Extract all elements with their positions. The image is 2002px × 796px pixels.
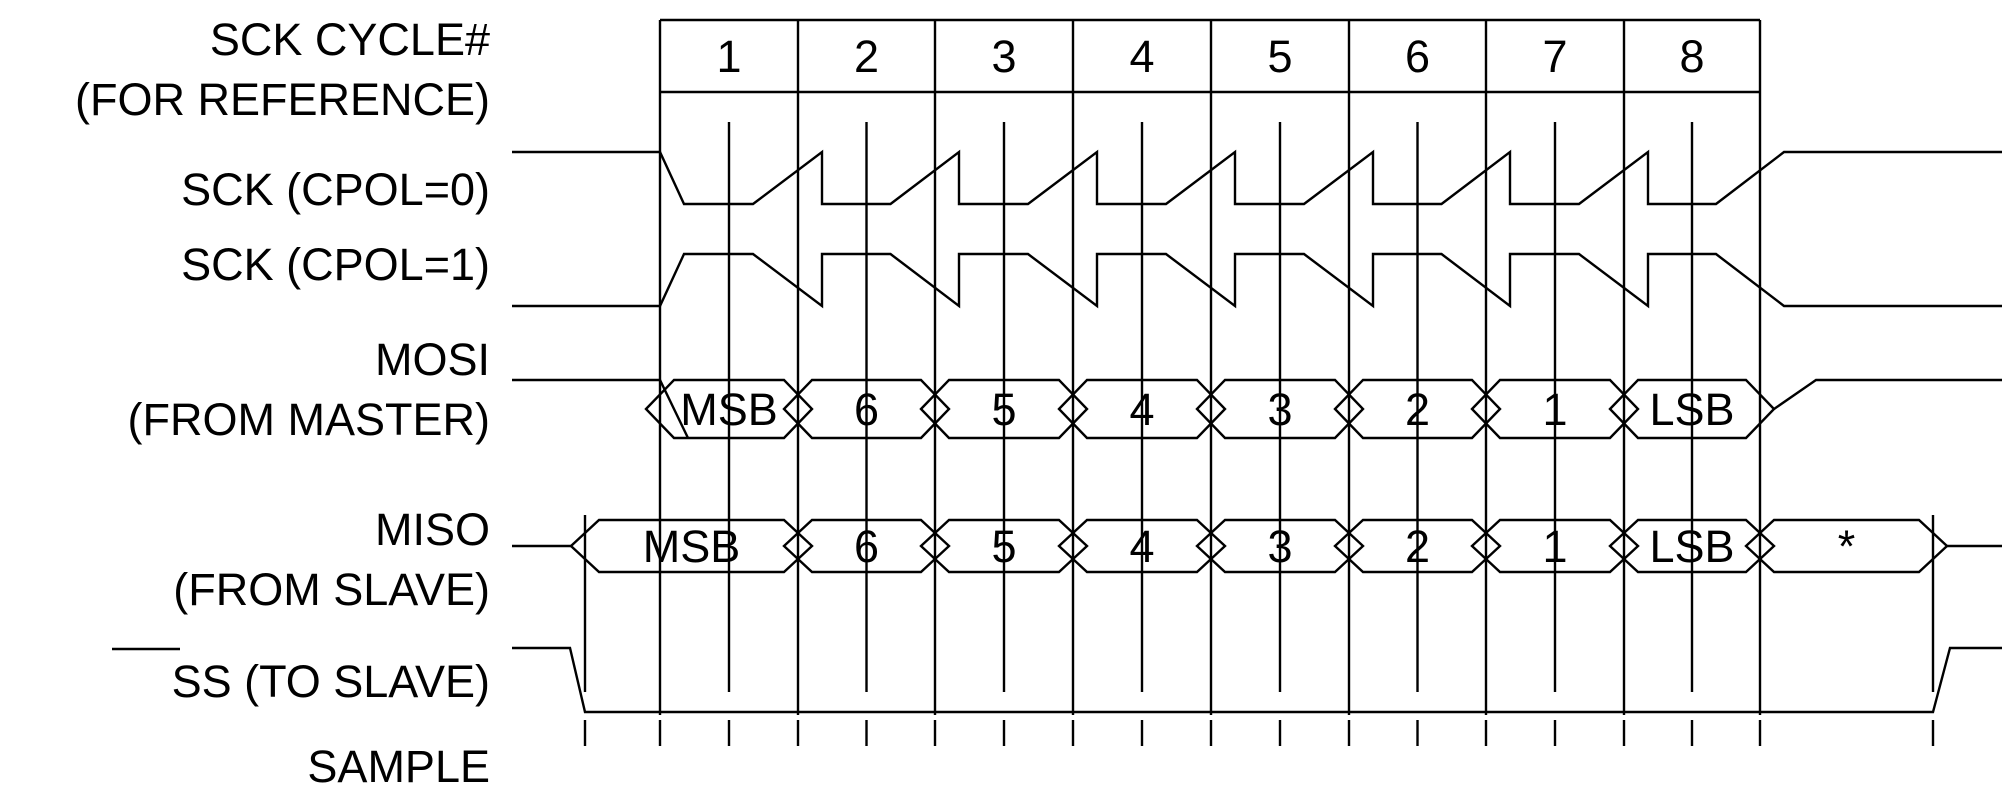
miso-cell [782,518,951,574]
ss-label-suffix: (TO SLAVE) [232,656,490,707]
sck-cpol0-trace [512,149,2002,206]
miso-bit-label: 4 [1129,521,1154,572]
cycle-number: 8 [1679,31,1704,82]
mosi-cell [644,378,814,440]
mosi-bit-label: LSB [1649,384,1734,435]
mosi-lead [512,378,690,439]
cycle-number: 7 [1542,31,1567,82]
miso-cell [1195,518,1365,574]
miso-cell [919,518,1089,574]
sck-cpol1-trace [512,252,2002,309]
mosi-cell [1333,378,1502,440]
ss-label: SS (TO SLAVE) [172,656,490,707]
cycle-number: 4 [1129,31,1154,82]
miso-bit-label: 2 [1405,521,1430,572]
mosi-cell [1057,378,1227,440]
mosi-label-subtitle: (FROM MASTER) [128,394,490,445]
sample-label: SAMPLE [307,741,490,792]
miso-cell [1470,518,1640,574]
cycle-number: 3 [991,31,1016,82]
mosi-cell [919,378,1089,440]
sample-ticks [583,720,1935,746]
miso-waveform: MSB 6 5 4 3 2 1 LSB * [512,518,2002,574]
cycle-number: 1 [716,31,741,82]
miso-cell [569,518,814,574]
cycle-number: 6 [1405,31,1430,82]
ss-label-name: SS [172,656,232,707]
mosi-waveform: MSB 6 5 4 3 2 1 LSB [512,378,2002,440]
sck-cpol0-waveform [512,149,2002,206]
mosi-cell [782,378,951,440]
miso-label-title: MISO [375,504,490,555]
miso-bit-label: 3 [1267,521,1292,572]
cycle-number: 5 [1267,31,1292,82]
miso-cell [1333,518,1502,574]
mosi-bit-label: 6 [854,384,879,435]
cycle-number: 2 [854,31,879,82]
ss-waveform [512,646,2002,714]
cycle-reference-row: 1 2 3 4 5 6 7 8 [660,18,1760,94]
cycle-gridlines [583,20,1935,715]
miso-bit-label: * [1838,521,1856,572]
miso-bit-label: 5 [991,521,1016,572]
miso-cell [1608,518,1776,574]
miso-bit-label: 6 [854,521,879,572]
cycle-label-subtitle: (FOR REFERENCE) [75,74,490,125]
miso-bit-label: 1 [1542,521,1567,572]
sck-cpol1-waveform [512,252,2002,309]
mosi-bit-label: 4 [1129,384,1154,435]
mosi-bit-label: 3 [1267,384,1292,435]
mosi-label-title: MOSI [375,334,490,385]
mosi-bit-label: MSB [680,384,778,435]
miso-label-subtitle: (FROM SLAVE) [173,564,490,615]
ss-trace [512,646,2002,714]
mosi-tail [1773,378,2002,410]
miso-bit-label: LSB [1649,521,1734,572]
sck-cpol1-label: SCK (CPOL=1) [181,239,490,290]
sck-cpol0-label: SCK (CPOL=0) [181,164,490,215]
mosi-bit-label: 2 [1405,384,1430,435]
miso-cell [1057,518,1227,574]
mosi-bit-label: 1 [1542,384,1567,435]
miso-bit-label: MSB [643,521,741,572]
mosi-bit-label: 5 [991,384,1016,435]
mosi-cell [1470,378,1640,440]
mosi-cell [1195,378,1365,440]
cycle-label-title: SCK CYCLE# [210,14,490,65]
